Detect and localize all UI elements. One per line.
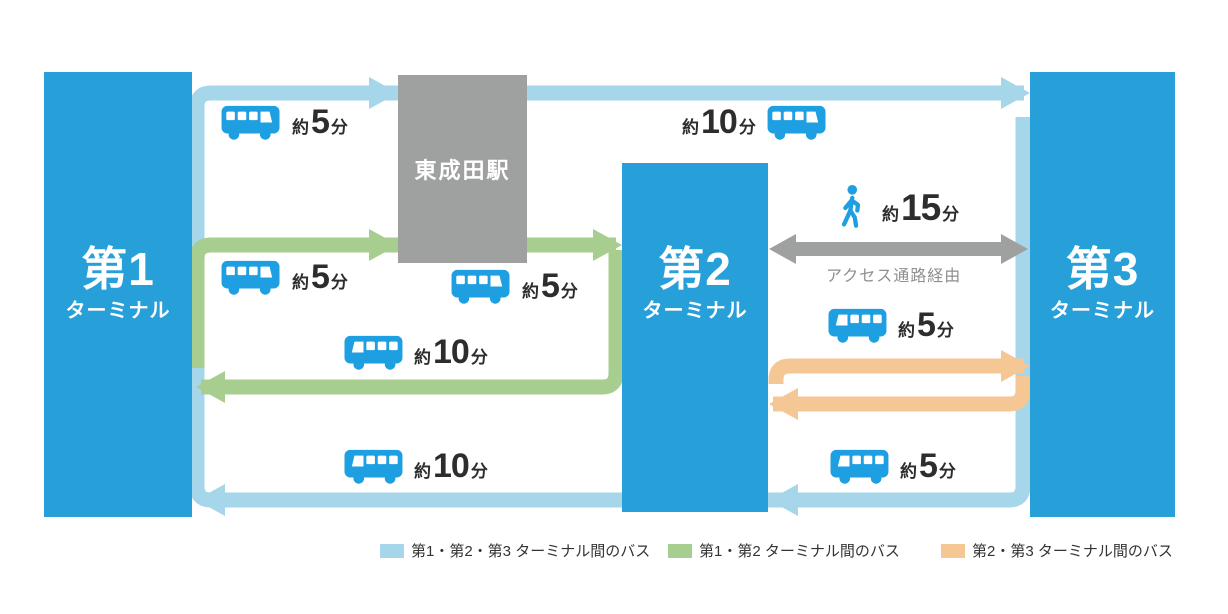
route-green-outbound <box>189 237 616 368</box>
time-prefix: 約 <box>898 321 915 340</box>
legend-swatch-green <box>668 543 692 558</box>
time-text: 約 10 分 <box>414 447 488 486</box>
time-prefix: 約 <box>414 462 431 481</box>
label-blue-station-to-t3: 約 10 分 <box>682 103 828 142</box>
bus-icon <box>830 449 889 484</box>
label-green-t2-to-t1: 約 10 分 <box>342 333 488 372</box>
terminal-3-box: 第3 ターミナル <box>1030 72 1175 517</box>
time-prefix: 約 <box>900 462 917 481</box>
time-text: 約 5 分 <box>900 447 956 486</box>
time-value: 5 <box>917 306 936 344</box>
legend-label-blue: 第1・第2・第3 ターミナル間のバス <box>411 543 651 560</box>
legend-item-orange: 第2・第3 ターミナル間のバス <box>941 540 1173 561</box>
time-prefix: 約 <box>292 118 309 137</box>
time-suffix: 分 <box>936 321 954 340</box>
time-suffix: 分 <box>330 273 348 292</box>
terminal-1-label: 第1 ターミナル <box>44 246 192 321</box>
terminal-1-name: 第1 <box>81 243 155 295</box>
time-prefix: 約 <box>682 118 699 137</box>
label-walk-t2-t3: 約 15 分 <box>834 184 959 232</box>
bus-icon <box>221 260 280 295</box>
route-orange-return <box>773 376 1031 412</box>
legend-label-green: 第1・第2 ターミナル間のバス <box>699 543 900 560</box>
legend-label-orange: 第2・第3 ターミナル間のバス <box>972 543 1173 560</box>
bus-icon <box>451 269 510 304</box>
walking-person-icon <box>834 184 868 232</box>
label-green-t1-to-station: 約 5 分 <box>220 258 348 297</box>
time-value: 5 <box>541 267 560 305</box>
time-prefix: 約 <box>882 205 899 224</box>
terminal-2-box: 第2 ターミナル <box>622 163 768 512</box>
route-orange-outbound <box>768 358 1024 384</box>
bus-icon <box>221 105 280 140</box>
route-green-return <box>201 250 624 395</box>
label-blue-t2-to-t1: 約 10 分 <box>342 447 488 486</box>
label-blue-t1-to-station: 約 5 分 <box>220 103 348 142</box>
terminal-2-name: 第2 <box>658 243 732 295</box>
time-prefix: 約 <box>414 348 431 367</box>
bus-icon <box>828 308 887 343</box>
terminal-2-sub: ターミナル <box>642 300 748 322</box>
terminal-3-name: 第3 <box>1065 243 1140 295</box>
time-text: 約 5 分 <box>292 103 348 142</box>
legend-item-blue: 第1・第2・第3 ターミナル間のバス <box>380 540 650 561</box>
bus-icon <box>767 105 826 140</box>
time-value: 10 <box>433 447 470 485</box>
time-prefix: 約 <box>292 273 309 292</box>
time-suffix: 分 <box>330 118 348 137</box>
time-suffix: 分 <box>560 282 578 301</box>
time-suffix: 分 <box>942 205 960 224</box>
time-text: 約 5 分 <box>292 258 348 297</box>
time-value: 10 <box>433 333 470 371</box>
time-value: 15 <box>901 187 941 228</box>
time-text: 約 5 分 <box>522 267 578 306</box>
time-suffix: 分 <box>470 462 488 481</box>
station-name: 東成田駅 <box>414 158 511 183</box>
label-blue-t3-to-t2: 約 5 分 <box>828 447 956 486</box>
time-suffix: 分 <box>738 118 756 137</box>
time-value: 5 <box>919 447 938 485</box>
time-value: 5 <box>311 258 330 296</box>
time-value: 10 <box>701 103 738 141</box>
bus-icon <box>344 449 403 484</box>
time-text: 約 10 分 <box>414 333 488 372</box>
terminal-2-label: 第2 ターミナル <box>622 246 768 321</box>
time-text: 約 15 分 <box>882 187 959 229</box>
time-prefix: 約 <box>522 282 539 301</box>
label-orange-t2-t3: 約 5 分 <box>826 306 954 345</box>
time-suffix: 分 <box>938 462 956 481</box>
legend-item-green: 第1・第2 ターミナル間のバス <box>668 540 900 561</box>
terminal-3-sub: ターミナル <box>1050 300 1155 322</box>
bus-icon <box>344 335 403 370</box>
time-text: 約 10 分 <box>682 103 756 142</box>
legend-swatch-orange <box>941 543 965 558</box>
legend-swatch-blue <box>380 543 404 558</box>
time-suffix: 分 <box>470 348 488 367</box>
terminal-3-label: 第3 ターミナル <box>1030 246 1175 321</box>
terminal-1-box: 第1 ターミナル <box>44 72 192 517</box>
terminal-1-sub: ターミナル <box>65 300 171 322</box>
label-green-station-to-t2: 約 5 分 <box>450 267 578 306</box>
time-value: 5 <box>311 103 330 141</box>
time-text: 約 5 分 <box>898 306 954 345</box>
higashi-narita-station-box: 東成田駅 <box>398 75 527 263</box>
walkway-note: アクセス通路経由 <box>826 268 962 285</box>
